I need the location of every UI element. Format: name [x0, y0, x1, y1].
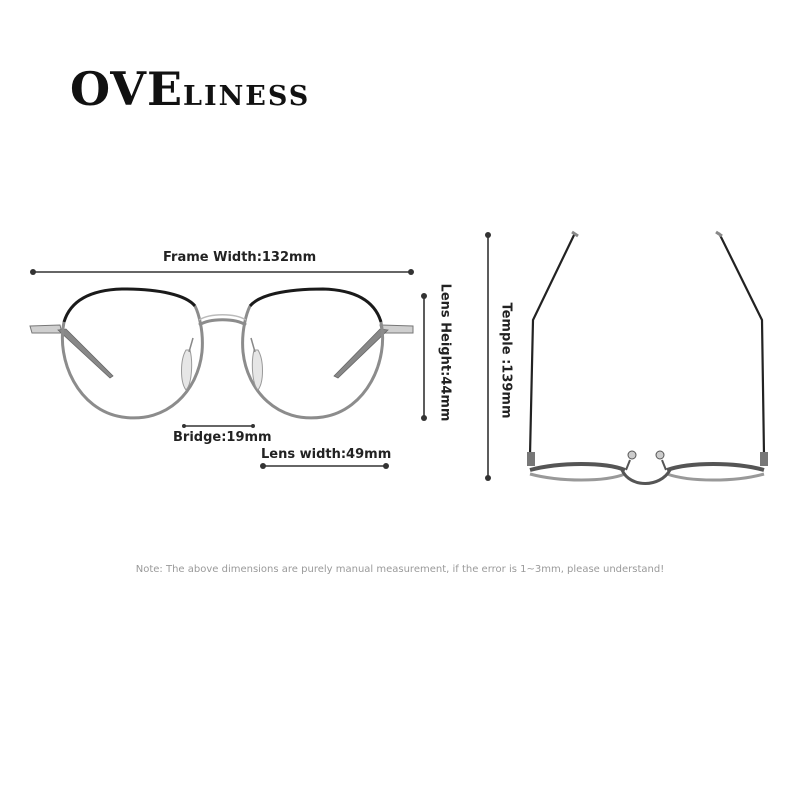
brand-logo-initial: OVE — [70, 62, 184, 116]
brand-logo: OVELINESS — [70, 62, 310, 116]
lens-height-label: Lens Height:44mm — [437, 283, 453, 422]
frame-width-measure-line — [30, 269, 414, 275]
lens-height-measure-line — [421, 293, 427, 421]
bridge-label: Bridge:19mm — [173, 430, 272, 445]
bridge-measure-line — [182, 424, 255, 428]
frame-width-label: Frame Width:132mm — [163, 250, 317, 265]
temple-label: Temple :139mm — [498, 302, 514, 419]
measurement-note: Note: The above dimensions are purely ma… — [135, 564, 665, 575]
top-view-glasses — [527, 230, 768, 485]
brand-logo-rest: LINESS — [183, 81, 311, 112]
temple-measure-line — [485, 232, 491, 481]
lens-width-measure-line — [260, 463, 389, 469]
front-view-glasses — [29, 287, 414, 420]
lens-width-label: Lens width:49mm — [261, 447, 392, 462]
